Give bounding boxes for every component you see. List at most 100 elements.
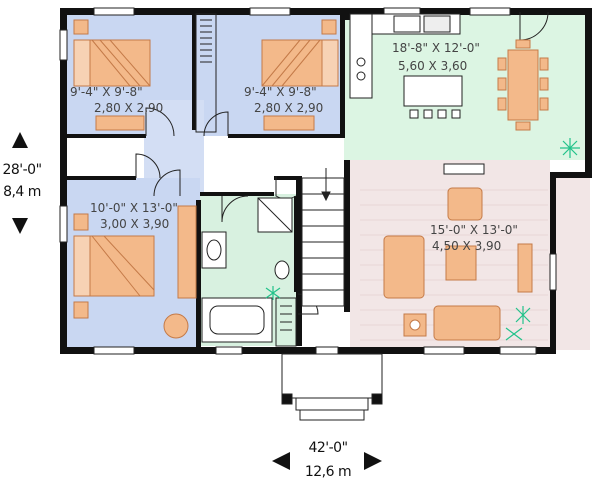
bed3-dims-imperial: 9'-4" X 9'-8" — [244, 85, 317, 99]
window-bed2 — [93, 7, 135, 16]
stair-arrow-head — [321, 191, 331, 202]
wall-bed3-bottom — [228, 134, 344, 138]
pillow — [73, 39, 91, 87]
porch-slab — [281, 353, 383, 399]
nightstand — [73, 19, 89, 35]
dining-chairs — [497, 39, 549, 131]
door-bed2 — [145, 107, 175, 137]
dining-table — [507, 49, 539, 121]
bed3-dims-metric: 2,80 X 2,90 — [254, 101, 323, 115]
wall-kitchen-partition — [344, 8, 350, 20]
window-bed1-left — [59, 205, 68, 243]
bed1-dims-metric: 3,00 X 3,90 — [100, 217, 169, 231]
blanket-fold — [261, 39, 321, 87]
window-bed1 — [93, 346, 135, 355]
bedroom-2-furniture — [73, 19, 151, 131]
living-dims-imperial: 15'-0" X 13'-0" — [430, 223, 518, 237]
kitchen-dims-metric: 5,60 X 3,60 — [398, 59, 467, 73]
window-bath — [215, 346, 243, 355]
front-porch — [281, 353, 383, 421]
wall-bed3-right — [340, 10, 345, 138]
exterior-wall-bottom — [60, 347, 556, 354]
pillow — [321, 39, 339, 87]
bed1-closet — [177, 205, 197, 299]
dimension-arrows — [12, 132, 382, 470]
dining-plant — [560, 138, 580, 158]
wall-bath-top — [200, 192, 274, 196]
bed1-dims-imperial: 10'-0" X 13'-0" — [90, 201, 178, 215]
sofa-bottom — [433, 305, 501, 341]
bed2-dims-imperial: 9'-4" X 9'-8" — [70, 85, 143, 99]
room-labels: 9'-4" X 9'-8" 2,80 X 2,90 9'-4" X 9'-8" … — [70, 41, 518, 253]
pillow — [73, 235, 91, 297]
sofa-left — [383, 235, 425, 299]
closet-hall-right — [274, 176, 298, 180]
sink — [206, 239, 222, 261]
living-plant — [505, 306, 531, 341]
width-metric-label: 12,6 m — [304, 464, 352, 480]
window-dining — [469, 7, 511, 16]
nightstand — [321, 19, 337, 35]
bar-stools — [409, 109, 461, 119]
nightstand — [73, 213, 89, 231]
depth-metric-label: 8,4 m — [3, 184, 41, 200]
door-bed3 — [203, 111, 229, 137]
nightstand — [73, 301, 89, 319]
closet-hall — [195, 13, 217, 133]
stairs — [301, 168, 345, 307]
dresser — [263, 115, 315, 131]
depth-arrow-up — [12, 132, 28, 148]
tv-stand — [517, 243, 533, 293]
window-living-right — [549, 253, 557, 291]
wall-bed2-bottom — [66, 134, 146, 138]
kitchen-island — [403, 75, 463, 107]
door-hall — [153, 169, 181, 197]
kitchen-dims-imperial: 18'-8" X 12'-0" — [392, 41, 480, 55]
wall-stair-right — [344, 160, 350, 312]
dishwasher — [423, 15, 451, 33]
exterior-wall-right-upper — [585, 8, 592, 178]
dresser — [95, 115, 145, 131]
bed2-dims-metric: 2,80 X 2,90 — [94, 101, 163, 115]
exterior-wall-left — [60, 8, 67, 354]
exterior-wall-bump-top — [550, 172, 592, 178]
width-arrow-right — [364, 452, 382, 470]
wall-bed1-top — [66, 176, 136, 180]
windows — [59, 7, 557, 355]
depth-imperial-label: 28'-0" — [2, 162, 42, 178]
window-bed2-left — [59, 29, 68, 61]
linen-closet — [275, 297, 297, 347]
porch-step — [295, 397, 369, 411]
coffee-table — [445, 245, 477, 281]
width-arrow-left — [272, 452, 290, 470]
porch-step — [299, 409, 365, 421]
kitchen-fixtures — [349, 13, 580, 158]
porch-post-left — [281, 393, 293, 405]
living-furniture — [265, 163, 533, 341]
width-imperial-label: 42'-0" — [308, 440, 348, 456]
window-front — [315, 346, 339, 355]
closets — [177, 13, 297, 347]
wall-bed2-closet — [192, 10, 196, 130]
stove-burner — [356, 71, 366, 81]
bathtub-basin — [209, 305, 265, 335]
window-living-1 — [423, 346, 465, 355]
porch-post-right — [371, 393, 383, 405]
fireplace — [443, 163, 485, 175]
chair — [163, 313, 189, 339]
wall-stair-left — [296, 176, 302, 346]
depth-arrow-down — [12, 218, 28, 234]
kitchen-floor — [344, 10, 590, 160]
stove-burner — [356, 57, 366, 67]
toilet — [274, 260, 290, 280]
counter-left — [349, 13, 373, 99]
window-living-2 — [499, 346, 537, 355]
bedroom-1-furniture — [73, 213, 189, 339]
blanket-fold — [91, 235, 155, 297]
wall-bed1-right — [196, 200, 201, 348]
door-bed1 — [135, 153, 161, 179]
window-bed3 — [249, 7, 291, 16]
door-bath — [221, 195, 249, 223]
exterior-wall-top — [60, 8, 592, 15]
bedroom-3-furniture — [261, 19, 339, 131]
